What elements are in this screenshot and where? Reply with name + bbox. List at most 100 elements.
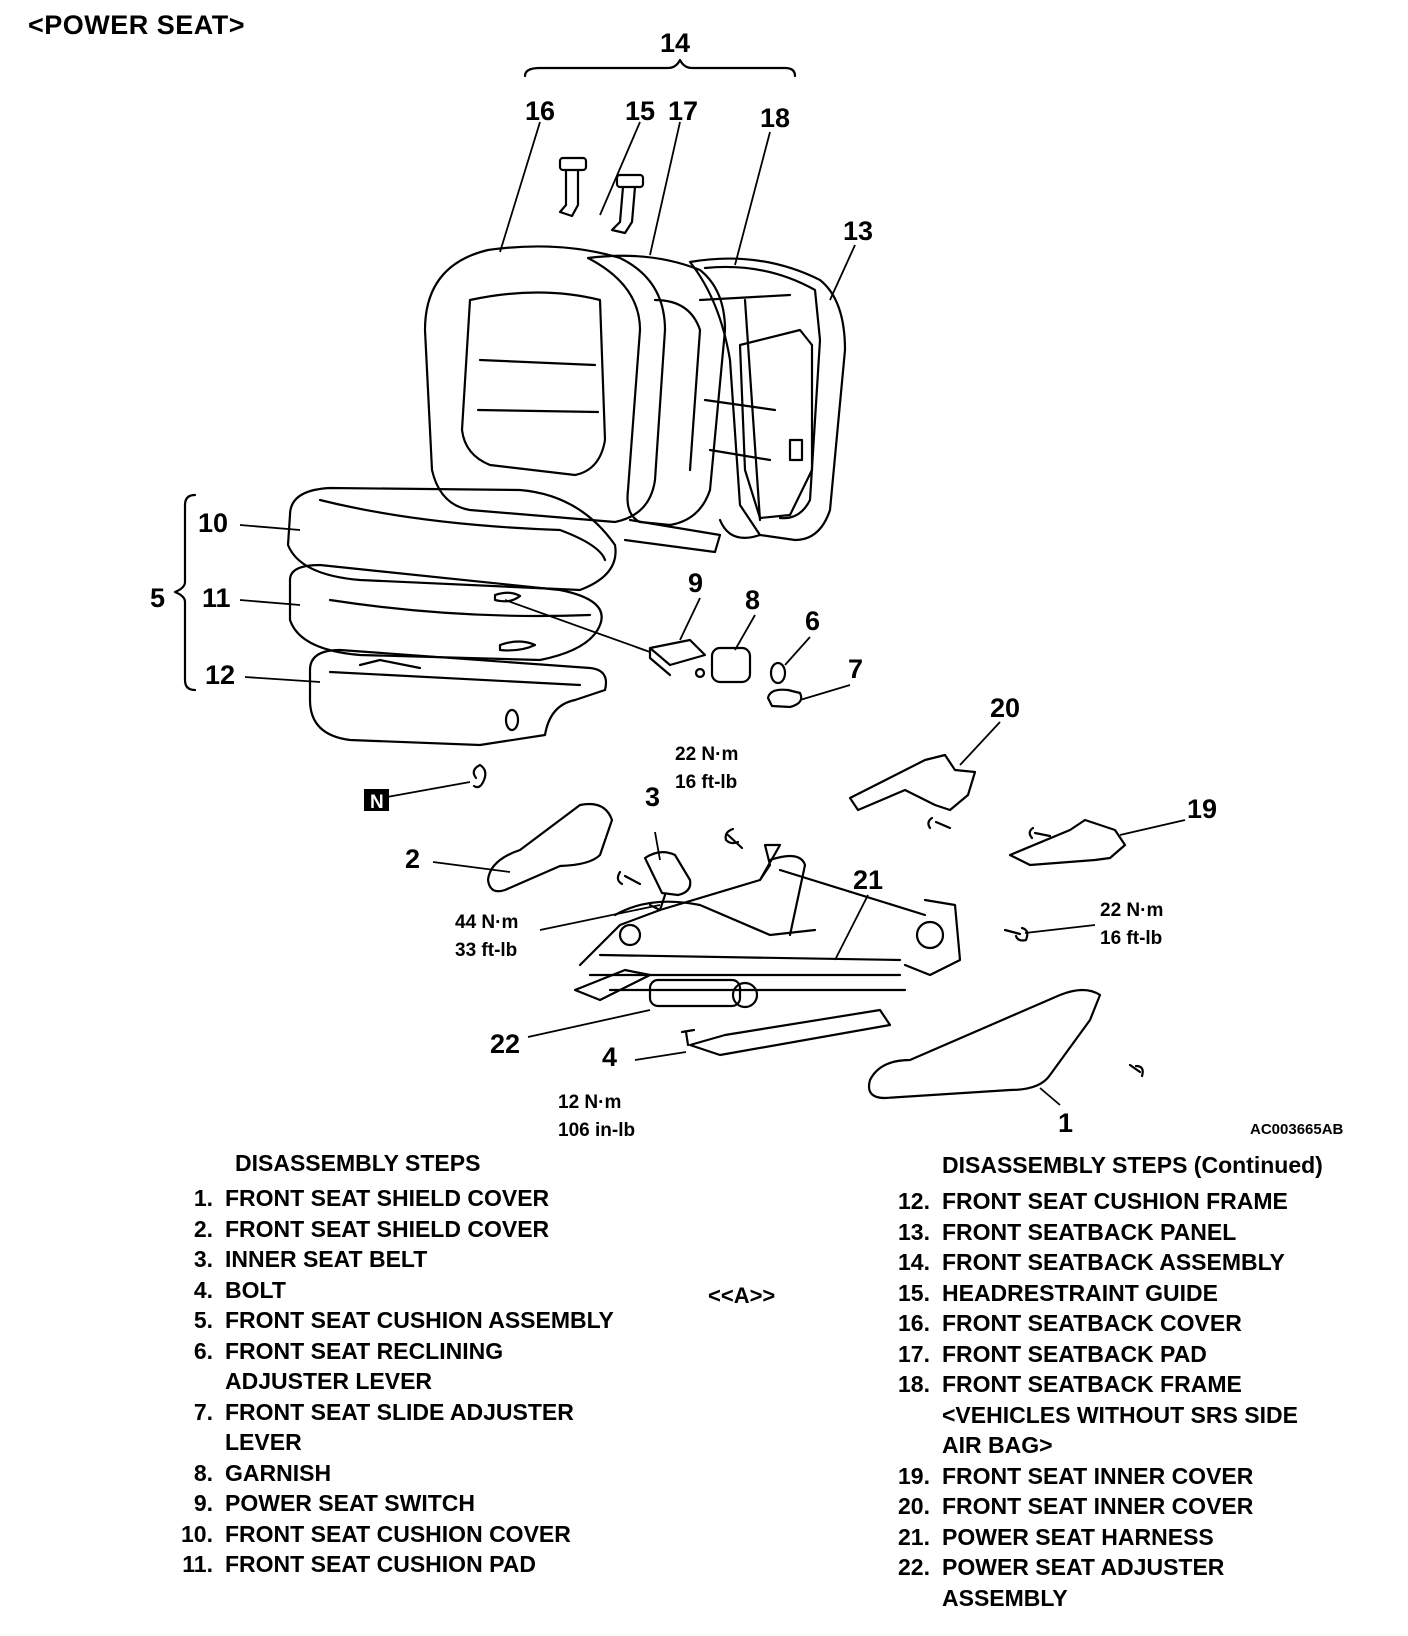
callout-16: 16	[525, 96, 555, 126]
step-item: 14. FRONT SEATBACK ASSEMBLY	[893, 1247, 1298, 1278]
exploded-seat-diagram: 14 16 15 17 18 13 10 5 11 12 9 8 6 7 20 …	[150, 28, 1344, 1140]
step-label: FRONT SEAT SHIELD COVER	[225, 1215, 550, 1242]
callout-11: 11	[202, 583, 231, 613]
shield-cover-2	[486, 802, 614, 893]
torque-right-nm: 22 N·m	[1100, 900, 1163, 921]
step-item: 13.FRONT SEATBACK PANEL	[893, 1217, 1298, 1248]
bracket-14	[523, 58, 797, 78]
seat-adjuster-assembly	[573, 843, 962, 1057]
callout-8: 8	[745, 585, 760, 615]
callout-1: 1	[1058, 1108, 1073, 1138]
callout-22: 22	[490, 1029, 520, 1059]
cushion-cover	[286, 486, 617, 592]
step-label: POWER SEAT HARNESS	[942, 1523, 1214, 1550]
torque-belt-nm: 44 N·m	[455, 912, 518, 933]
inner-cover-19	[1008, 818, 1127, 867]
step-item: 16. FRONT SEATBACK COVER	[893, 1308, 1298, 1339]
step-number: 2.	[193, 1215, 213, 1242]
step-item: 20. FRONT SEAT INNER COVER	[893, 1491, 1298, 1522]
step-number: 8.	[193, 1459, 213, 1486]
page-title: <POWER SEAT>	[28, 10, 246, 40]
step-item: 4.BOLT	[170, 1275, 614, 1306]
step-item: 15.HEADRESTRAINT GUIDE	[893, 1278, 1298, 1309]
callout-10: 10	[198, 508, 228, 538]
step-label: FRONT SEAT INNER COVER	[942, 1493, 1254, 1519]
step-label: FRONT SEAT CUSHION PAD	[225, 1551, 536, 1577]
callout-4: 4	[602, 1042, 617, 1072]
torque-belt-ftlb: 33 ft-lb	[455, 940, 517, 961]
step-number: 16.	[898, 1310, 930, 1336]
headrestraint-guides	[558, 156, 645, 235]
n-box	[364, 789, 389, 811]
step-number: 5.	[193, 1307, 213, 1333]
step-item: 22.POWER SEAT ADJUSTER ASSEMBLY	[893, 1552, 1298, 1613]
step-number: 21.	[898, 1523, 930, 1550]
step-item: 8. GARNISH	[170, 1458, 614, 1489]
torque-right-ftlb: 16 ft-lb	[1100, 928, 1162, 949]
n-box-label: N	[370, 792, 384, 813]
step-number: 3.	[193, 1246, 213, 1272]
step-number: 18.	[898, 1371, 930, 1397]
step-label: FRONT SEAT SLIDE ADJUSTER LEVER	[225, 1398, 574, 1456]
seatback-cover	[423, 245, 722, 554]
step-label: POWER SEAT SWITCH	[225, 1490, 476, 1516]
bolts	[616, 816, 1144, 1078]
leader-lines	[239, 121, 1186, 1106]
step-number: 9.	[193, 1490, 213, 1516]
switch-and-levers	[648, 638, 803, 709]
step-label: GARNISH	[225, 1459, 332, 1486]
step-item: 1.FRONT SEAT SHIELD COVER	[170, 1183, 614, 1214]
step-item: 10.FRONT SEAT CUSHION COVER	[170, 1519, 614, 1550]
step-item: 12.FRONT SEAT CUSHION FRAME	[893, 1186, 1298, 1217]
step-label: FRONT SEAT CUSHION FRAME	[942, 1188, 1288, 1214]
step-item: 18.FRONT SEATBACK FRAME <VEHICLES WITHOU…	[893, 1369, 1298, 1461]
step-label: INNER SEAT BELT	[225, 1246, 428, 1272]
step-item: 2. FRONT SEAT SHIELD COVER	[170, 1214, 614, 1245]
callout-5: 5	[150, 583, 165, 613]
step-number: 17.	[898, 1340, 930, 1367]
step4-marker: <<A>>	[708, 1283, 776, 1308]
step-label: HEADRESTRAINT GUIDE	[942, 1279, 1219, 1306]
callout-7: 7	[848, 654, 863, 684]
callout-9: 9	[688, 568, 703, 598]
step-label: FRONT SEATBACK COVER	[942, 1310, 1242, 1336]
step-number: 7.	[193, 1398, 213, 1425]
shield-cover-1	[867, 988, 1102, 1100]
step-label: FRONT SEAT CUSHION COVER	[225, 1520, 571, 1547]
step-item: 11. FRONT SEAT CUSHION PAD	[170, 1549, 614, 1580]
step-number: 6.	[193, 1337, 213, 1364]
step-number: 19.	[898, 1462, 930, 1489]
step-item: 5. FRONT SEAT CUSHION ASSEMBLY	[170, 1305, 614, 1336]
step-item: 19. FRONT SEAT INNER COVER	[893, 1461, 1298, 1492]
seatback-pad	[586, 254, 727, 527]
callout-6: 6	[805, 606, 820, 636]
callout-21: 21	[853, 865, 883, 895]
step-item: 21. POWER SEAT HARNESS	[893, 1522, 1298, 1553]
inner-cover-20	[848, 753, 977, 812]
step-label: BOLT	[225, 1276, 286, 1303]
callout-17: 17	[668, 96, 698, 126]
step-number: 11.	[182, 1551, 213, 1577]
step-number: 13.	[898, 1218, 930, 1245]
step-number: 20.	[898, 1493, 930, 1519]
step-number: 1.	[193, 1185, 213, 1211]
seatback-frame-and-panel	[688, 257, 847, 542]
step-label: FRONT SEATBACK ASSEMBLY	[942, 1249, 1285, 1275]
step-number: 14.	[898, 1249, 930, 1275]
torque-top-nm: 22 N·m	[675, 744, 738, 765]
callout-15: 15	[625, 96, 655, 126]
step-label: FRONT SEAT CUSHION ASSEMBLY	[225, 1307, 614, 1333]
cushion-pad	[288, 563, 603, 662]
torque-bolt4-inlb: 106 in-lb	[558, 1120, 635, 1140]
step-label: FRONT SEAT INNER COVER	[942, 1462, 1254, 1489]
torque-top-ftlb: 16 ft-lb	[675, 772, 737, 793]
torque-bolt4-nm: 12 N·m	[558, 1092, 621, 1113]
step-item: 3. INNER SEAT BELT	[170, 1244, 614, 1275]
step-item: 6.FRONT SEAT RECLINING ADJUSTER LEVER	[170, 1336, 614, 1397]
step-number: 22.	[898, 1554, 930, 1580]
step-item: 17.FRONT SEATBACK PAD	[893, 1339, 1298, 1370]
figure-code: AC003665AB	[1250, 1121, 1344, 1138]
step-item: 7. FRONT SEAT SLIDE ADJUSTER LEVER	[170, 1397, 614, 1458]
steps-heading-right: DISASSEMBLY STEPS (Continued)	[942, 1152, 1323, 1178]
